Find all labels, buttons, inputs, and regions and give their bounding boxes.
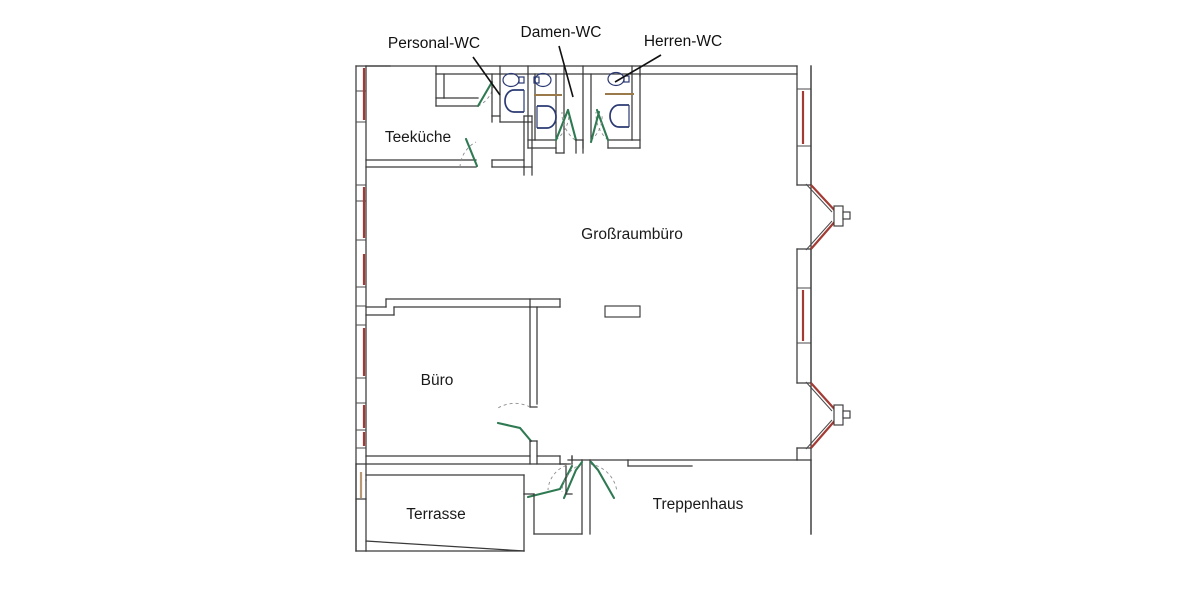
bay-upper-post: [833, 205, 844, 227]
buero-door-swing: [497, 402, 531, 409]
leader-damen-wc: [558, 45, 574, 98]
room-label-teekueche: Teeküche: [385, 129, 451, 146]
left-wall-piers: [356, 65, 366, 465]
wc-block: [435, 65, 641, 176]
damen-wc-fixtures: [533, 72, 562, 129]
bay-lower-post: [833, 404, 844, 426]
plumbing-fixtures: [502, 71, 634, 129]
right-wall-piers-upper: [797, 88, 811, 147]
herren-wc-door-leaf-2: [589, 110, 601, 144]
entry-door-leaf-mid: [562, 460, 584, 500]
terrasse-area: [355, 463, 583, 552]
wc-toilet-icon: [537, 105, 557, 129]
terrasse-bottom-slope: [365, 540, 525, 552]
buero-room: [355, 298, 561, 465]
personal-wc-fixtures: [502, 72, 525, 113]
bay-window-lower: [805, 381, 851, 450]
room-label-treppenhaus: Treppenhaus: [653, 496, 744, 513]
callout-personal-wc: Personal-WC: [388, 35, 480, 52]
wc-toilet-icon: [504, 89, 524, 113]
bay-upper-apex-marker: [842, 211, 851, 220]
entry-door-swing-left: [547, 463, 573, 491]
leader-personal-wc: [472, 56, 501, 96]
callout-damen-wc: Damen-WC: [521, 24, 602, 41]
room-label-grossraumbuero: Großraumbüro: [581, 226, 683, 243]
faucet-icon: [518, 76, 525, 84]
entry-vestibule: [526, 455, 629, 535]
leader-herren-wc: [614, 54, 662, 83]
room-label-terrasse: Terrasse: [406, 506, 465, 523]
damen-wc-door-swing-2: [561, 111, 576, 141]
entry-door-swing-right: [589, 463, 618, 493]
entry-door-leaf-left: [526, 464, 574, 499]
callout-leaders: [472, 45, 662, 98]
room-label-buero: Büro: [421, 372, 454, 389]
grossraumbuero-island: [604, 305, 641, 318]
bay-lower-apex-marker: [842, 410, 851, 419]
teekueche-door-leaf: [464, 137, 479, 168]
washbasin-icon: [534, 72, 552, 88]
wc-toilet-icon: [609, 104, 629, 128]
entry-door-swing-mid: [561, 463, 583, 493]
personal-wc-door-leaf: [476, 80, 494, 108]
treppenhaus-room: [627, 459, 812, 535]
text-labels: Personal-WC Damen-WC Herren-WC Teeküche …: [385, 24, 744, 523]
washbasin-icon: [502, 72, 520, 88]
faucet-icon: [533, 76, 540, 84]
callout-herren-wc: Herren-WC: [644, 33, 722, 50]
personal-wc-door-swing: [477, 81, 495, 107]
damen-wc-door-leaf-2: [566, 108, 578, 142]
entry-door-leaf-right: [589, 460, 616, 500]
herren-wc-fixtures: [605, 71, 634, 128]
structural-walls: [355, 65, 851, 552]
buero-door-leaf: [496, 421, 533, 443]
bay-window-upper: [805, 183, 851, 251]
right-wall-piers-mid: [797, 287, 811, 344]
teekueche-room: [365, 137, 479, 168]
floor-element-rect: [604, 305, 641, 318]
teekueche-door-swing: [459, 141, 477, 168]
damen-wc-door-leaf: [554, 108, 570, 142]
